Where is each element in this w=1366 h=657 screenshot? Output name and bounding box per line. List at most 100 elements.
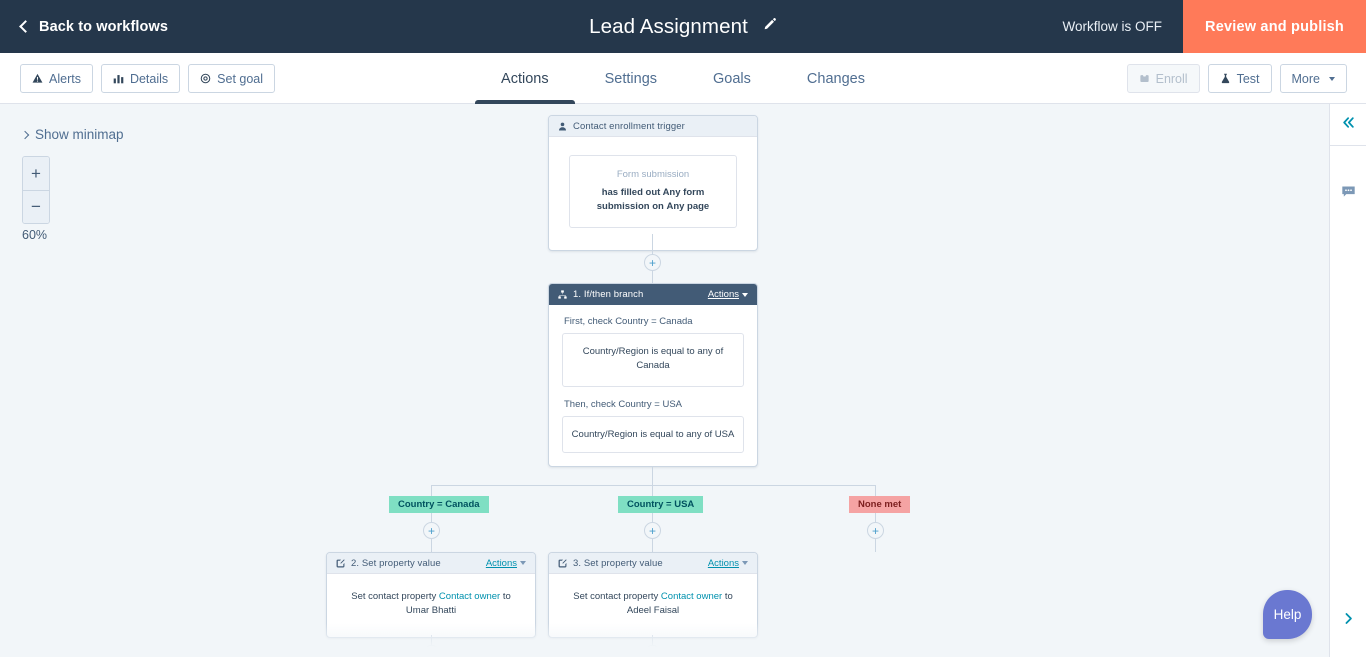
show-minimap-label: Show minimap (35, 127, 124, 142)
help-button[interactable]: Help (1263, 590, 1312, 639)
action-actions-menu-2[interactable]: Actions (486, 558, 526, 569)
add-step-button[interactable]: + (423, 522, 440, 539)
action-card-body-3: Set contact property Contact owner to Ad… (549, 574, 757, 637)
branch-actions-menu[interactable]: Actions (708, 289, 748, 300)
action-actions-label-3: Actions (707, 557, 739, 569)
zoom-level-label: 60% (22, 228, 48, 242)
branch-label-none-met: None met (849, 496, 911, 513)
alert-triangle-icon (32, 73, 43, 84)
toolbar-left-buttons: Alerts Details Set goal (20, 64, 276, 93)
action-body-prefix-3: Set contact property (573, 591, 661, 602)
branch-card-title: 1. If/then branch (573, 289, 644, 300)
collapse-panel-button[interactable] (1330, 104, 1366, 146)
connector-line (652, 466, 653, 485)
action-card-header-3: 3. Set property value Actions (549, 553, 757, 574)
connector-line (431, 539, 432, 552)
set-property-value-card-3[interactable]: 3. Set property value Actions Set contac… (548, 552, 758, 638)
action-card-title-3: 3. Set property value (573, 557, 663, 569)
action-card-header-2: 2. Set property value Actions (327, 553, 535, 574)
workflow-toolbar: Alerts Details Set goal Actions Settings… (0, 53, 1366, 104)
review-and-publish-button[interactable]: Review and publish (1183, 0, 1366, 53)
add-step-button[interactable]: + (423, 645, 440, 657)
more-button[interactable]: More (1279, 64, 1347, 93)
connector-line (652, 234, 653, 257)
details-button-label: Details (129, 71, 169, 86)
enroll-button: Enroll (1126, 64, 1200, 93)
topnav-right-group: Workflow is OFF Review and publish (1063, 0, 1366, 53)
branch-label-canada: Country = Canada (389, 496, 489, 513)
target-icon (200, 73, 211, 84)
alerts-button-label: Alerts (49, 71, 81, 86)
top-navigation-bar: Back to workflows Lead Assignment Workfl… (0, 0, 1366, 53)
toolbar-right-buttons: Enroll Test More (1126, 64, 1347, 93)
tab-goals[interactable]: Goals (713, 70, 751, 87)
add-step-button[interactable]: + (644, 254, 661, 271)
chevron-right-icon (1341, 611, 1356, 631)
action-actions-menu-3[interactable]: Actions (708, 558, 748, 569)
branch-condition-2-line1: Country/Region is equal to any of USA (571, 428, 735, 440)
branch-group-label-2: Then, check Country = USA (564, 398, 683, 410)
back-to-workflows-label: Back to workflows (39, 18, 169, 35)
add-step-button[interactable]: + (644, 645, 661, 657)
add-step-button[interactable]: + (644, 522, 661, 539)
pencil-icon[interactable] (762, 17, 777, 37)
enroll-button-label: Enroll (1155, 71, 1188, 86)
caret-down-icon (742, 561, 748, 565)
tab-changes[interactable]: Changes (806, 70, 865, 87)
branch-condition-1-line2: Canada (636, 359, 670, 371)
trigger-criteria-box[interactable]: Form submission has filled out Any form … (569, 155, 737, 229)
set-goal-button[interactable]: Set goal (188, 64, 276, 93)
branch-condition-box-1[interactable]: Country/Region is equal to any of Canada (562, 333, 744, 387)
flask-icon (1220, 73, 1231, 84)
add-step-button[interactable]: + (867, 522, 884, 539)
trigger-card-title: Contact enrollment trigger (573, 120, 685, 132)
set-goal-button-label: Set goal (217, 71, 264, 86)
workflow-title-group: Lead Assignment (0, 0, 1366, 53)
branch-label-usa: Country = USA (618, 496, 704, 513)
connector-line (652, 271, 653, 283)
connector-line (875, 513, 876, 523)
bar-chart-icon (113, 73, 124, 84)
if-then-branch-card[interactable]: 1. If/then branch Actions First, check C… (548, 283, 758, 468)
workflow-flow-graph: Contact enrollment trigger Form submissi… (0, 104, 1366, 657)
tab-actions[interactable]: Actions (473, 53, 577, 104)
caret-down-icon (1329, 76, 1335, 81)
zoom-controls: + − (22, 156, 50, 224)
person-icon (558, 122, 567, 131)
branch-card-body: First, check Country = Canada Country/Re… (549, 305, 757, 466)
action-card-title-2: 2. Set property value (351, 557, 441, 569)
comments-button[interactable] (1330, 170, 1366, 218)
expand-panel-button[interactable] (1330, 611, 1366, 631)
connector-line (652, 485, 653, 497)
test-button[interactable]: Test (1207, 64, 1272, 93)
details-button[interactable]: Details (100, 64, 181, 93)
page-title: Lead Assignment (589, 14, 748, 38)
set-property-value-card-2[interactable]: 2. Set property value Actions Set contac… (326, 552, 536, 638)
trigger-criteria-line2: Any page (666, 200, 710, 212)
alerts-button[interactable]: Alerts (20, 64, 93, 93)
action-body-property-2[interactable]: Contact owner (438, 591, 501, 602)
show-minimap-toggle[interactable]: Show minimap (20, 127, 124, 142)
enrollment-trigger-card[interactable]: Contact enrollment trigger Form submissi… (548, 115, 758, 252)
action-body-suffix-3: to Adeel Faisal (626, 591, 733, 617)
branch-hierarchy-icon (558, 290, 567, 299)
trigger-card-body: Form submission has filled out Any form … (549, 137, 757, 250)
workflow-canvas[interactable]: Show minimap + − 60% Contact enrollment … (0, 104, 1366, 657)
workflow-tabs: Actions Settings Goals Changes (0, 53, 1366, 104)
branch-card-header: 1. If/then branch Actions (549, 284, 757, 305)
chevron-left-icon (19, 19, 32, 33)
zoom-out-button[interactable]: − (23, 190, 49, 223)
action-body-suffix-2: to Umar Bhatti (405, 591, 511, 617)
action-body-property-3[interactable]: Contact owner (660, 591, 723, 602)
action-body-prefix-2: Set contact property (351, 591, 439, 602)
zoom-in-button[interactable]: + (23, 157, 49, 190)
caret-down-icon (520, 561, 526, 565)
trigger-criteria-type: Form submission (616, 169, 690, 180)
right-sidebar-rail (1329, 104, 1366, 657)
tab-settings[interactable]: Settings (604, 70, 658, 87)
back-to-workflows-link[interactable]: Back to workflows (19, 18, 169, 35)
branch-condition-box-2[interactable]: Country/Region is equal to any of USA (562, 415, 744, 454)
trigger-card-header: Contact enrollment trigger (549, 116, 757, 137)
workflow-status-text: Workflow is OFF (1062, 19, 1163, 34)
action-card-body-2: Set contact property Contact owner to Um… (327, 574, 535, 637)
